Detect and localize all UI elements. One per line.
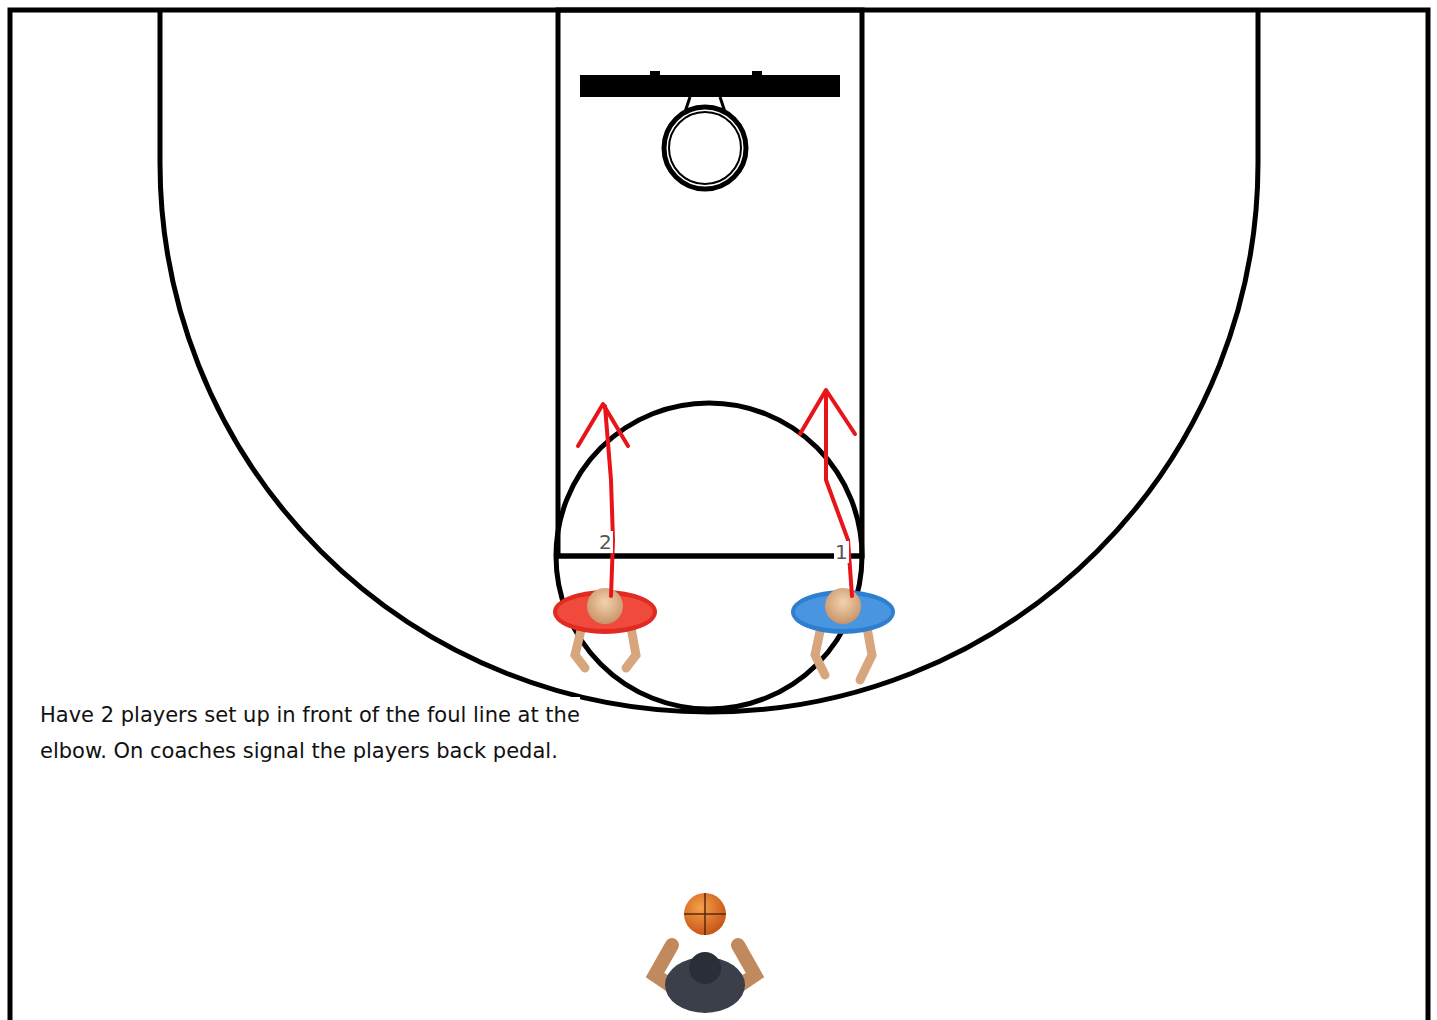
basket [580, 71, 840, 189]
court-lines [10, 10, 1428, 1020]
callout-number: 2 [598, 531, 613, 553]
callout-number: 1 [834, 541, 849, 563]
red-player [553, 588, 657, 668]
backpedal-arrows [578, 390, 855, 596]
drill-note: Have 2 players set up in front of the fo… [40, 697, 580, 769]
coach [655, 893, 755, 1013]
blue-player [791, 588, 895, 680]
